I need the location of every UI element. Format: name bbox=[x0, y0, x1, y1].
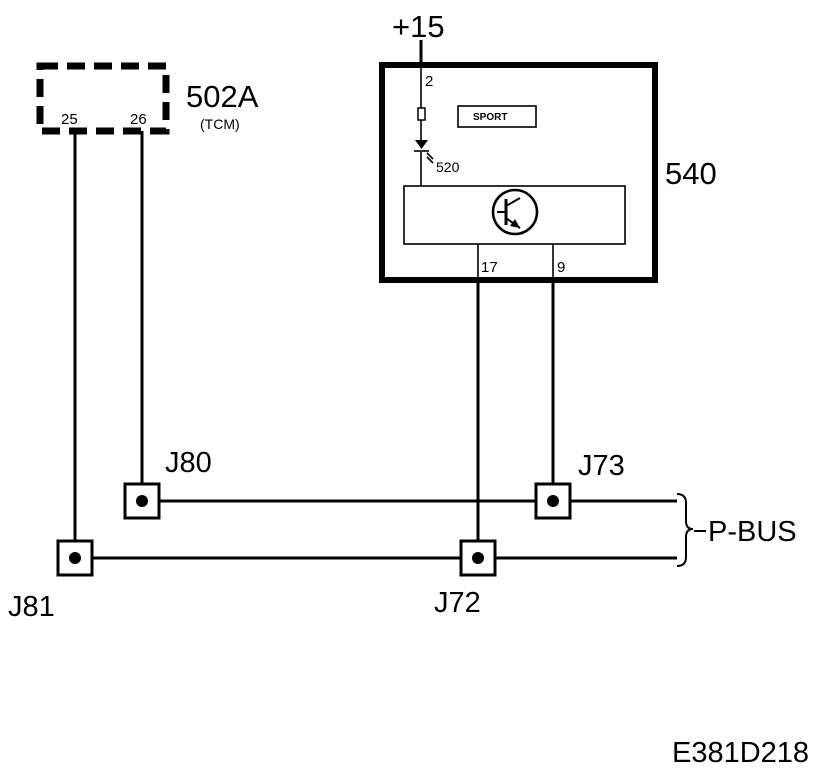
supply-label: +15 bbox=[392, 9, 445, 44]
led-symbol bbox=[414, 140, 434, 164]
resistor-symbol bbox=[417, 107, 426, 121]
junction-j73 bbox=[534, 482, 572, 520]
supply-pin: 2 bbox=[425, 73, 433, 90]
control-block bbox=[403, 185, 626, 245]
led-ref: 520 bbox=[436, 159, 460, 175]
tcm-name: (TCM) bbox=[200, 116, 240, 132]
sport-indicator bbox=[457, 105, 537, 128]
module-id: 540 bbox=[665, 156, 717, 191]
bus-label: P-BUS bbox=[708, 516, 797, 548]
tcm-box bbox=[36, 62, 170, 135]
junction-j80-label: J80 bbox=[165, 447, 212, 479]
sport-indicator-label: SPORT bbox=[473, 112, 507, 123]
tcm-id: 502A bbox=[186, 79, 259, 114]
junction-j81 bbox=[56, 539, 94, 577]
module-box bbox=[379, 62, 658, 283]
bus-brace bbox=[676, 493, 694, 567]
junction-j72 bbox=[459, 539, 497, 577]
junction-j80 bbox=[123, 482, 161, 520]
module-pin-9: 9 bbox=[557, 259, 565, 276]
figure-code: E381D218 bbox=[672, 737, 809, 769]
junction-j73-label: J73 bbox=[578, 450, 625, 482]
junction-j72-label: J72 bbox=[434, 587, 481, 619]
module-pin-17: 17 bbox=[481, 259, 498, 276]
transistor-symbol bbox=[491, 188, 539, 236]
junction-j81-label: J81 bbox=[8, 591, 55, 623]
tcm-pin-25: 25 bbox=[61, 111, 78, 128]
tcm-pin-26: 26 bbox=[130, 111, 147, 128]
